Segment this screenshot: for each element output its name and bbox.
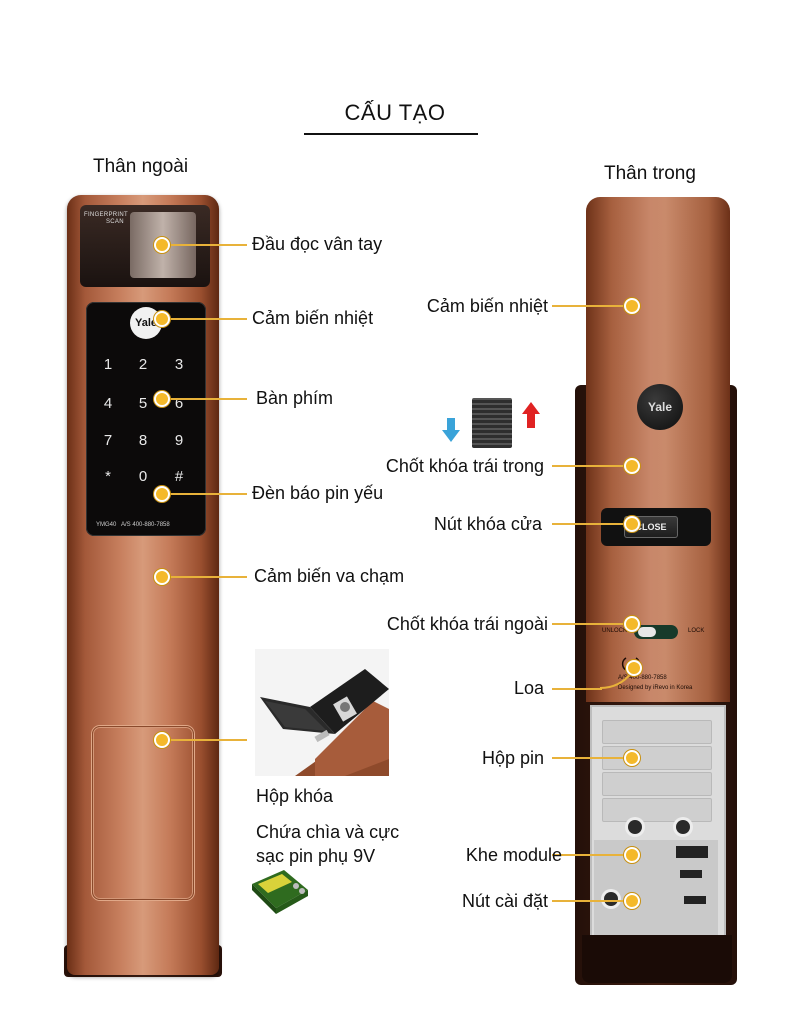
callout-line-setup xyxy=(552,900,632,902)
key-box-cover xyxy=(92,726,194,900)
label-outer-latch: Chốt khóa trái ngoài xyxy=(386,614,548,634)
model-text: YMG40 A/S 400-880-7858 xyxy=(96,522,170,528)
label-low-battery-led: Đèn báo pin yếu xyxy=(252,483,384,503)
label-key-box-desc-2: sạc pin phụ 9V xyxy=(256,846,376,866)
model-number: YMG40 xyxy=(96,522,117,528)
callout-dot-led xyxy=(154,486,170,502)
key-7[interactable]: 7 xyxy=(103,432,113,449)
callout-dot-outer-latch xyxy=(624,616,640,632)
callout-dot-heat-outer xyxy=(154,311,170,327)
callout-dot-module xyxy=(624,847,640,863)
key-4[interactable]: 4 xyxy=(103,395,113,412)
latch-switch-knob xyxy=(638,627,656,637)
module-slot xyxy=(676,846,708,858)
label-fingerprint: Đầu đọc vân tay xyxy=(252,234,383,254)
label-setup-button: Nút cài đặt xyxy=(461,891,548,911)
callout-dot-lock-button xyxy=(624,516,640,532)
fp-label-line-2: SCAN xyxy=(106,219,124,225)
battery-slot-3 xyxy=(602,772,712,796)
lock-text: LOCK xyxy=(688,628,705,634)
left-heading: Thân ngoài xyxy=(93,156,189,177)
label-heat-sensor-outer: Cảm biến nhiệt xyxy=(252,308,374,328)
arrow-down-icon xyxy=(442,418,460,442)
latch-switch-illustration xyxy=(472,398,512,448)
arrow-up-icon xyxy=(522,402,540,428)
label-impact-sensor: Cảm biến va chạm xyxy=(254,566,405,586)
callout-dot-inner-latch xyxy=(624,458,640,474)
fp-label-line-1: FINGERPRINT xyxy=(84,212,128,218)
callout-line-battery-box xyxy=(552,757,632,759)
label-heat-sensor-inner: Cảm biến nhiệt xyxy=(426,296,548,316)
unlock-text: UNLOCK xyxy=(602,628,628,634)
keypad-panel xyxy=(86,302,206,536)
key-0[interactable]: 0 xyxy=(138,468,148,485)
callout-line-heat-inner xyxy=(552,305,632,307)
battery-slot-4 xyxy=(602,798,712,822)
callout-line-fingerprint xyxy=(162,244,247,246)
callout-line-module xyxy=(552,854,632,856)
right-heading: Thân trong xyxy=(604,163,696,184)
key-box-illustration xyxy=(255,649,389,776)
callout-dot-speaker xyxy=(626,660,642,676)
callout-dot-heat-inner xyxy=(624,298,640,314)
callout-line-keybox xyxy=(162,739,247,741)
yale-logo-inner: Yale xyxy=(637,384,683,430)
callout-dot-fingerprint xyxy=(154,237,170,253)
label-module-slot: Khe module xyxy=(465,845,562,865)
callout-line-speaker xyxy=(552,688,602,690)
setup-screw-left xyxy=(604,892,618,906)
callout-line-lock-button xyxy=(552,523,632,525)
service-number-outer: A/S 400-880-7858 xyxy=(121,522,170,528)
key-3[interactable]: 3 xyxy=(174,356,184,373)
callout-line-impact xyxy=(162,576,247,578)
label-lock-button: Nút khóa cửa xyxy=(433,514,542,534)
callout-dot-impact xyxy=(154,569,170,585)
label-key-box-desc-1: Chứa chìa và cực xyxy=(256,822,400,842)
callout-line-inner-latch xyxy=(552,465,632,467)
key-hash[interactable]: # xyxy=(174,468,184,485)
fingerprint-device-label: FINGERPRINT SCAN xyxy=(84,212,128,226)
callout-line-heat-outer xyxy=(162,318,247,320)
callout-line-keypad xyxy=(162,398,247,400)
callout-dot-keybox xyxy=(154,732,170,748)
callout-line-outer-latch xyxy=(552,623,632,625)
battery-slot-1 xyxy=(602,720,712,744)
inner-lock-bottom xyxy=(582,935,732,983)
key-8[interactable]: 8 xyxy=(138,432,148,449)
service-number-inner: A/S 400-880-7858 xyxy=(618,675,667,681)
label-inner-latch: Chốt khóa trái trong xyxy=(385,456,544,476)
label-keypad: Bàn phím xyxy=(256,388,334,408)
label-battery-box: Hộp pin xyxy=(481,748,544,768)
key-1[interactable]: 1 xyxy=(103,356,113,373)
key-2[interactable]: 2 xyxy=(138,356,148,373)
screw-hole-right xyxy=(676,820,690,834)
callout-dot-battery-box xyxy=(624,750,640,766)
key-star[interactable]: * xyxy=(105,468,111,485)
callout-line-led xyxy=(162,493,247,495)
designed-text: Designed by iRevo in Korea xyxy=(618,685,693,691)
title-underline xyxy=(304,133,478,135)
callout-dot-setup xyxy=(624,893,640,909)
key-9[interactable]: 9 xyxy=(174,432,184,449)
screw-hole-left xyxy=(628,820,642,834)
label-key-box: Hộp khóa xyxy=(256,786,334,806)
battery-9v-icon xyxy=(252,870,308,914)
page-title: CẤU TẠO xyxy=(344,100,446,125)
key-5[interactable]: 5 xyxy=(138,395,148,412)
key-box-photo xyxy=(255,649,389,776)
key-6[interactable]: 6 xyxy=(174,395,184,412)
module-connector xyxy=(680,870,702,878)
label-speaker: Loa xyxy=(513,678,544,698)
setup-button[interactable] xyxy=(684,896,706,904)
callout-dot-keypad xyxy=(154,391,170,407)
inner-lock-body xyxy=(586,197,730,702)
